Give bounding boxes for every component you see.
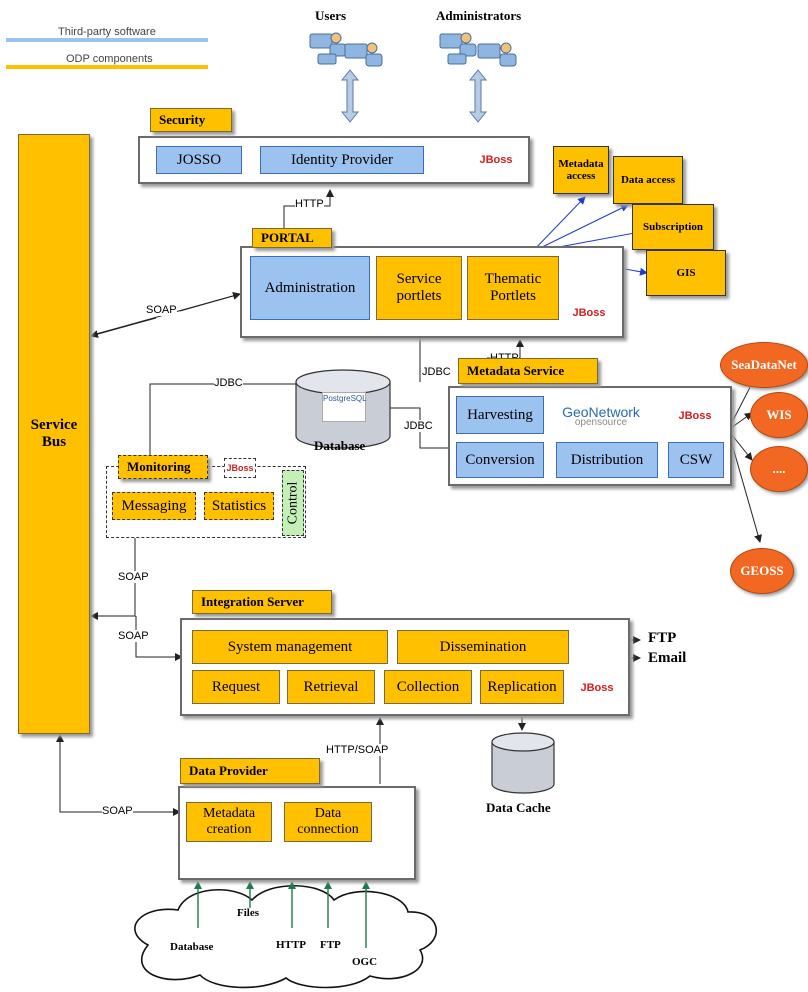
metadata-service-title: Metadata Service xyxy=(458,358,598,384)
geonetwork-name: GeoNetwork xyxy=(562,404,640,420)
jboss-monitoring-logo: JBoss xyxy=(224,458,256,478)
gis-box: GIS xyxy=(646,250,726,296)
soap-portal-label: SOAP xyxy=(146,304,177,316)
jboss-portal-logo: JBoss xyxy=(566,298,612,328)
metadata-creation-box: Metadata creation xyxy=(186,802,272,842)
source-database: Database xyxy=(170,941,214,953)
retrieval-box: Retrieval xyxy=(287,670,375,704)
control-box: Control xyxy=(282,470,304,536)
soap-monitoring-label: SOAP xyxy=(118,571,149,583)
source-ogc: OGC xyxy=(352,956,378,968)
request-box: Request xyxy=(192,670,280,704)
users-label: Users xyxy=(315,8,347,23)
soap-integration-label: SOAP xyxy=(118,630,149,642)
jdbc-metadata-label: JDBC xyxy=(404,420,433,432)
postgresql-logo: PostgreSQL xyxy=(322,392,367,422)
data-provider-title: Data Provider xyxy=(180,758,320,784)
identity-provider-box: Identity Provider xyxy=(260,146,424,174)
jboss-integration-logo: JBoss xyxy=(572,674,622,702)
collection-box: Collection xyxy=(384,670,472,704)
legend-odp-label: ODP components xyxy=(66,53,153,65)
users-figures xyxy=(309,32,383,67)
soap-provider-label: SOAP xyxy=(102,805,133,817)
data-access-box: Data access xyxy=(613,156,683,204)
security-title: Security xyxy=(150,108,232,132)
monitoring-title: Monitoring xyxy=(118,455,208,479)
jdbc-monitoring-label: JDBC xyxy=(214,377,243,389)
dissemination-box: Dissemination xyxy=(397,630,569,664)
distribution-box: Distribution xyxy=(556,442,658,478)
thematic-portlets-box: Thematic Portlets xyxy=(467,256,559,320)
users-double-arrow xyxy=(340,69,360,123)
data-connection-box: Data connection xyxy=(284,802,372,842)
josso-box: JOSSO xyxy=(156,146,242,174)
http-soap-label: HTTP/SOAP xyxy=(326,744,389,756)
integration-server-title: Integration Server xyxy=(192,590,332,614)
service-portlets-box: Service portlets xyxy=(376,256,462,320)
data-cache-cylinder xyxy=(491,732,555,794)
conversion-box: Conversion xyxy=(456,442,544,478)
administrators-figures xyxy=(439,32,517,67)
replication-box: Replication xyxy=(480,670,564,704)
csw-box: CSW xyxy=(668,442,724,478)
http-security-line xyxy=(283,189,334,232)
source-files: Files xyxy=(237,907,259,919)
email-output-label: Email xyxy=(648,650,687,666)
sources-cloud xyxy=(134,885,438,989)
geonetwork-sub: opensource xyxy=(574,417,628,428)
jdbc-portal-label: JDBC xyxy=(422,366,451,378)
jboss-security-logo: JBoss xyxy=(474,147,518,173)
portal-title: PORTAL xyxy=(252,228,332,248)
system-management-box: System management xyxy=(192,630,388,664)
source-http: HTTP xyxy=(276,939,306,951)
ftp-output-label: FTP xyxy=(648,630,677,646)
more-node: .... xyxy=(750,446,808,492)
service-bus: Service Bus xyxy=(18,134,90,734)
data-cache-label: Data Cache xyxy=(486,800,551,815)
geoss-node: GEOSS xyxy=(730,548,794,594)
geonetwork-logo: GeoNetwork opensource xyxy=(556,404,646,434)
seadatanet-node: SeaDataNet xyxy=(720,342,808,388)
messaging-box: Messaging xyxy=(112,492,196,520)
statistics-box: Statistics xyxy=(204,492,274,520)
harvesting-box: Harvesting xyxy=(456,396,544,434)
legend-third-party-label: Third-party software xyxy=(58,26,156,38)
subscription-box: Subscription xyxy=(632,204,714,250)
metadata-access-box: Metadata access xyxy=(553,146,609,194)
database-label: Database xyxy=(314,438,366,453)
admins-double-arrow xyxy=(468,69,488,123)
wis-node: WIS xyxy=(750,392,808,438)
administration-box: Administration xyxy=(250,256,370,320)
jboss-metadata-logo: JBoss xyxy=(672,402,718,430)
source-ftp: FTP xyxy=(320,939,341,951)
http-security-label: HTTP xyxy=(295,198,324,210)
control-label: Control xyxy=(285,481,300,525)
administrators-label: Administrators xyxy=(436,8,522,23)
